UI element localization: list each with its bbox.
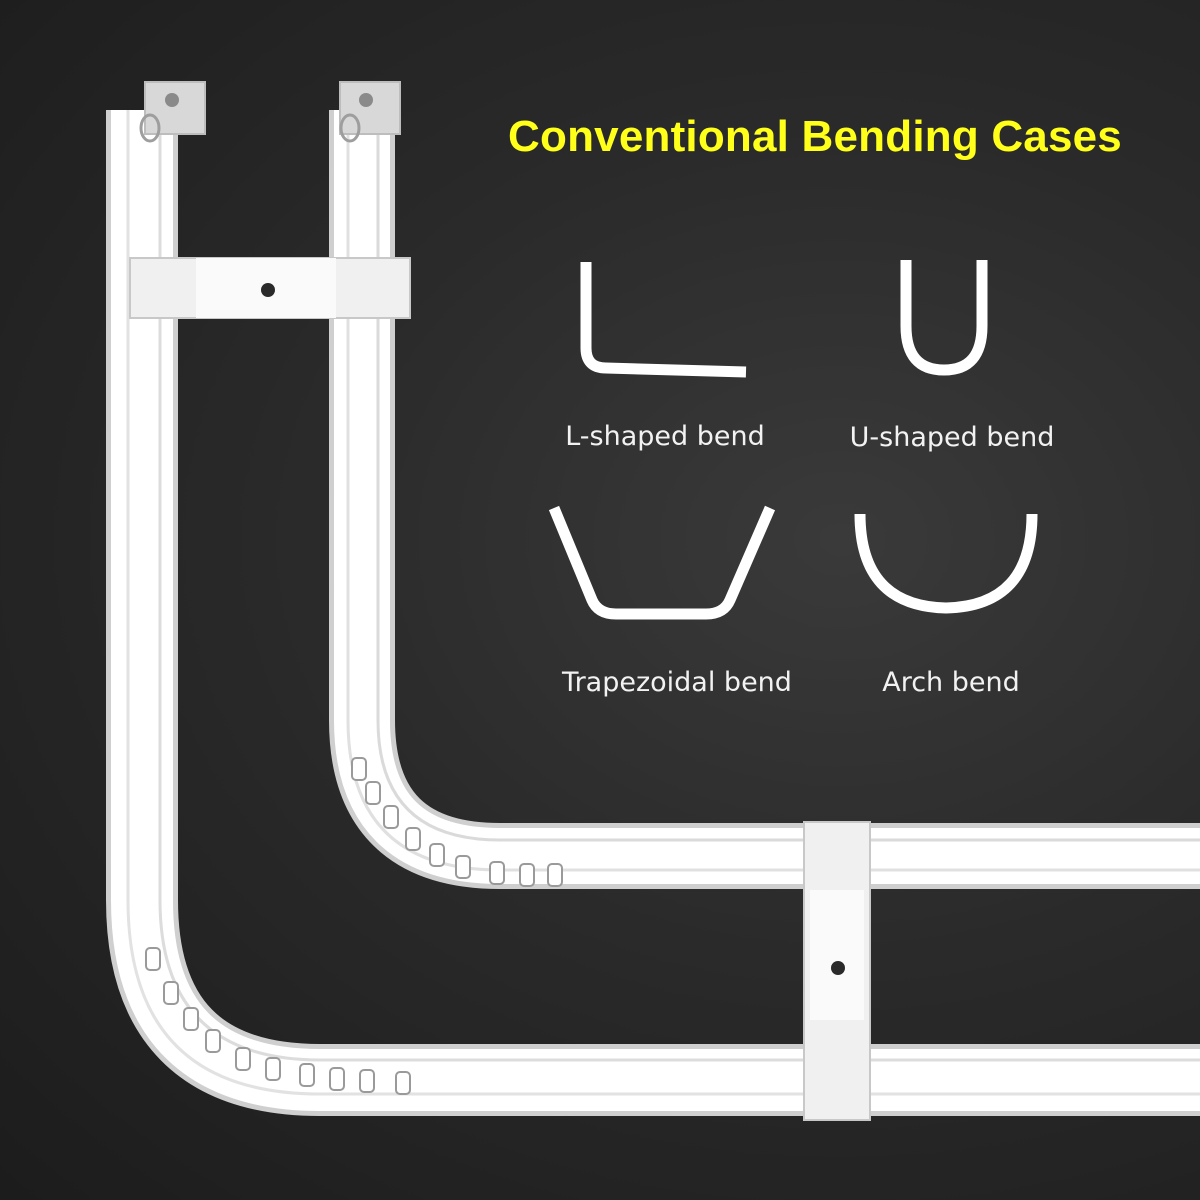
u-shaped-bend-icon — [900, 260, 988, 376]
l-shaped-bend-icon — [580, 262, 747, 378]
inner-rail-runners — [351, 757, 563, 887]
arch-bend-icon — [854, 513, 1038, 614]
rail-end-caps — [139, 81, 401, 143]
outer-rail-runners — [145, 947, 411, 1095]
arch-bend-label: Arch bend — [882, 667, 1020, 698]
trapezoidal-bend-label: Trapezoidal bend — [562, 667, 792, 698]
right-mounting-bracket — [803, 821, 871, 1121]
trapezoidal-bend-icon — [548, 505, 776, 620]
l-shaped-bend-label: L-shaped bend — [565, 421, 765, 452]
u-shaped-bend-label: U-shaped bend — [849, 422, 1055, 453]
headline: Conventional Bending Cases — [508, 112, 1122, 161]
outer-rail — [106, 110, 1200, 1116]
inner-rail — [329, 110, 1200, 889]
top-mounting-bracket — [129, 257, 411, 319]
